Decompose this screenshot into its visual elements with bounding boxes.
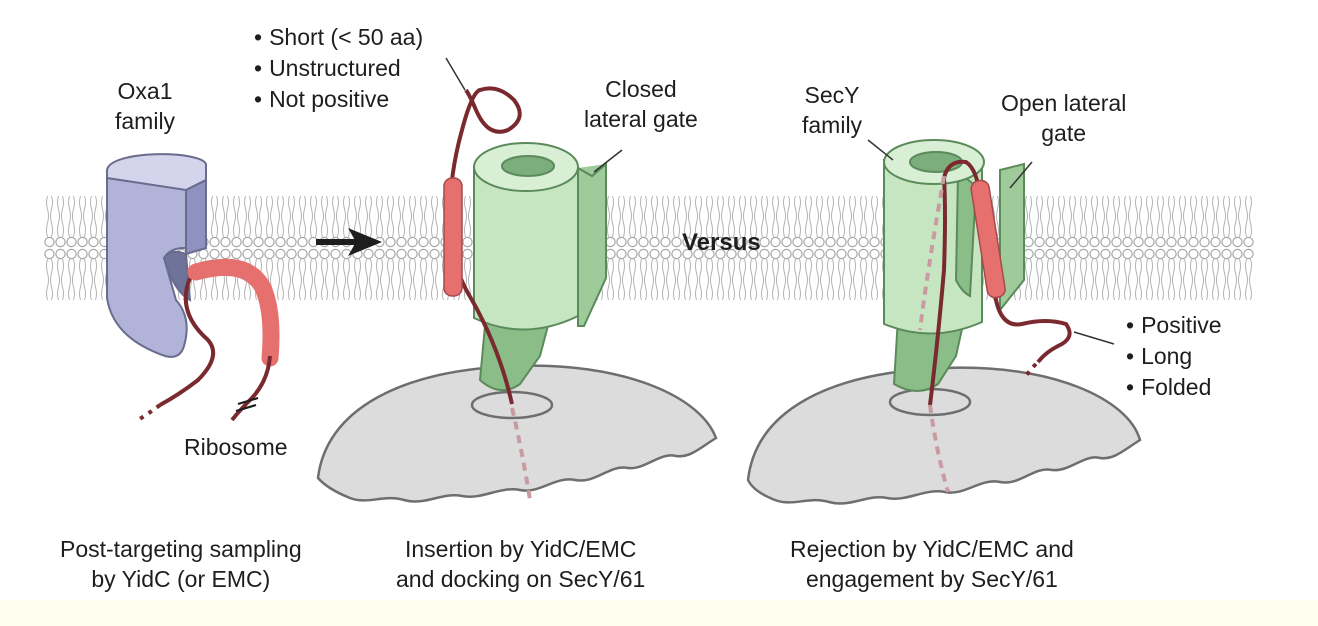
caption-right-line2: engagement by SecY/61 [805,566,1058,592]
leader-open-gate [1009,161,1033,189]
ribosome-right [746,366,1142,505]
open-gate-line2: gate [1041,120,1087,146]
leader-secy-family [867,139,894,161]
open-lateral-gate-label: Open lateral gate [1001,88,1126,148]
bullet-short: Short (< 50 aa) [254,22,423,53]
bullet-not-positive: Not positive [254,84,423,115]
secy-middle [473,142,607,391]
middle-polypeptide [447,86,522,405]
footer-band [0,600,1318,626]
caption-left-line2: by YidC (or EMC) [91,566,271,592]
caption-middle-line1: Insertion by YidC/EMC [404,536,637,562]
caption-left: Post-targeting sampling by YidC (or EMC) [60,534,302,594]
oxa1-tm-segment [187,258,280,367]
oxa1-polypeptide-dotted [136,403,162,422]
open-gate-line1: Open lateral [1001,90,1127,116]
bullet-positive: Positive [1126,310,1222,341]
right-polypeptide-dotted [928,404,950,493]
chain-break-marker [235,396,259,413]
oxa1-family-label: Oxa1 family [115,76,175,136]
closed-gate-line1: Closed [605,76,677,102]
caption-right-line1: Rejection by YidC/EMC and [790,536,1074,562]
exit-tunnel-middle [470,390,554,420]
right-tail-dotted [1024,362,1038,378]
oxa1-polypeptide [159,277,216,407]
secy-label-line2: family [802,112,863,138]
secy-label-line1: SecY [804,82,860,108]
caption-middle: Insertion by YidC/EMC and docking on Sec… [396,534,645,594]
bullet-folded: Folded [1126,372,1222,403]
right-tm-segment [970,179,1006,299]
leader-rejection-features [1073,331,1115,345]
bullet-long: Long [1126,341,1222,372]
substrate-features-list: Short (< 50 aa) Unstructured Not positiv… [254,22,423,115]
caption-right: Rejection by YidC/EMC and engagement by … [790,534,1074,594]
middle-polypeptide-dotted [510,407,532,501]
lipid-bilayer [44,178,1254,302]
closed-lateral-gate-label: Closed lateral gate [584,74,698,134]
leader-substrate-features [445,57,466,91]
caption-left-line1: Post-targeting sampling [60,536,302,562]
right-polypeptide-inner-dotted [918,175,946,331]
transition-arrow [316,228,382,256]
caption-middle-line2: and docking on SecY/61 [396,566,646,592]
leader-closed-gate [593,149,623,173]
secy-right [883,139,1025,392]
oxa1-label-line1: Oxa1 [117,78,173,104]
oxa1-label-line2: family [115,108,176,134]
rejection-features-list: Positive Long Folded [1126,310,1222,403]
middle-tm-segment [443,177,463,297]
oxa1-protein [106,153,207,358]
secy-family-label: SecY family [802,80,862,140]
ribosome-label: Ribosome [184,434,288,460]
bullet-unstructured: Unstructured [254,53,423,84]
closed-gate-line2: lateral gate [584,106,698,132]
versus-label: Versus [682,229,761,256]
